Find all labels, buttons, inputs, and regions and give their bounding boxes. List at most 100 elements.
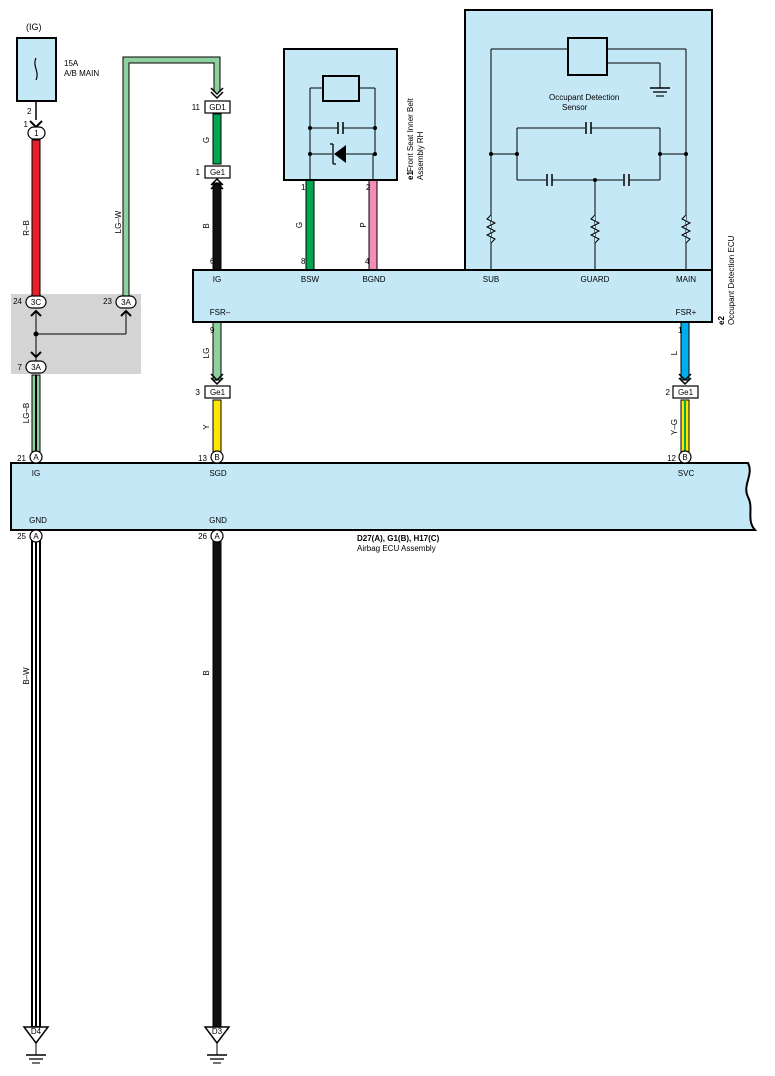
svg-text:24: 24	[13, 297, 22, 306]
wire-label-bw: B–W	[22, 667, 31, 685]
connector-ge1-left: 3 Ge1	[196, 373, 231, 399]
svg-text:A: A	[214, 532, 220, 541]
svg-text:1: 1	[34, 129, 39, 138]
sensor-label-line2: Sensor	[562, 103, 588, 112]
wire-rb	[31, 139, 41, 297]
wire-y	[212, 399, 222, 453]
wire-lgw	[122, 56, 221, 296]
svg-text:3A: 3A	[31, 363, 41, 372]
svg-text:26: 26	[198, 532, 207, 541]
svg-text:2: 2	[666, 388, 671, 397]
wire-label-b-mid: B	[202, 223, 211, 228]
svg-text:IG: IG	[32, 469, 40, 478]
fuse-rating: 15A	[64, 59, 79, 68]
svg-text:1: 1	[24, 120, 29, 129]
svg-text:GND: GND	[209, 516, 227, 525]
svg-text:1: 1	[678, 326, 683, 335]
svg-text:21: 21	[17, 454, 26, 463]
wire-label-p-belt: P	[359, 222, 368, 227]
term-ig: IG	[213, 275, 221, 284]
connector-j24: 24 3C	[13, 295, 47, 317]
wire-g-belt	[305, 179, 315, 271]
svg-text:SGD: SGD	[209, 469, 227, 478]
wire-label-rb: R–B	[22, 220, 31, 236]
airbag-name: Airbag ECU Assembly	[357, 544, 436, 553]
svg-text:Front Seat Inner Belt: Front Seat Inner Belt	[406, 97, 415, 172]
svg-text:Ge1: Ge1	[678, 388, 694, 397]
wire-p-belt	[368, 179, 378, 271]
svg-text:B: B	[682, 453, 687, 462]
fuse-name: A/B MAIN	[64, 69, 99, 78]
svg-text:Ge1: Ge1	[210, 388, 226, 397]
svg-text:Ge1: Ge1	[210, 168, 226, 177]
svg-text:A: A	[33, 532, 39, 541]
fuse-supply-label: (IG)	[26, 22, 42, 32]
wire-label-g-belt: G	[295, 222, 304, 228]
svg-text:6: 6	[210, 257, 215, 266]
svg-text:Assembly RH: Assembly RH	[416, 131, 425, 180]
wire-lgb	[31, 374, 41, 453]
occupant-detection-ecu: Occupant Detection Sensor 6 9 1 IG B	[192, 9, 713, 335]
wire-label-lgw: LG–W	[114, 210, 123, 233]
svg-text:25: 25	[17, 532, 26, 541]
svg-text:9: 9	[210, 326, 215, 335]
ground-d3: D3	[203, 1026, 231, 1064]
svg-text:13: 13	[198, 454, 207, 463]
svg-text:Occupant Detection ECU: Occupant Detection ECU	[727, 235, 736, 325]
svg-text:3: 3	[196, 388, 201, 397]
ode-caption: e2 Occupant Detection ECU	[717, 235, 736, 325]
term-guard: GUARD	[581, 275, 610, 284]
svg-text:1: 1	[196, 168, 201, 177]
connector-j23: 23 3A	[103, 295, 137, 317]
connector-j7: 7 3A	[18, 351, 47, 374]
wire-bw	[31, 539, 41, 1028]
svg-text:1: 1	[301, 183, 306, 192]
wire-g-top	[212, 113, 222, 165]
term-main: MAIN	[676, 275, 696, 284]
wire-yg	[680, 399, 690, 453]
airbag-connectors: D27(A), G1(B), H17(C)	[357, 534, 440, 543]
sensor-label-line1: Occupant Detection	[549, 93, 619, 102]
svg-text:D3: D3	[212, 1027, 223, 1036]
term-sub: SUB	[483, 275, 499, 284]
svg-text:2: 2	[366, 183, 371, 192]
connector-gd1: 11 GD1	[192, 87, 231, 114]
wire-label-yg: Y–G	[670, 419, 679, 435]
wire-label-g-top: G	[202, 137, 211, 143]
connector-c1: 1 1	[24, 120, 46, 140]
svg-text:A: A	[33, 453, 39, 462]
wire-b-gnd	[212, 539, 222, 1028]
connector-ge1-top: 1 Ge1	[196, 165, 231, 190]
wire-label-l: L	[670, 350, 679, 355]
wire-label-lg: LG	[202, 348, 211, 359]
svg-text:e1: e1	[406, 171, 415, 180]
svg-text:e2: e2	[717, 316, 726, 325]
wire-label-lgb: LG–B	[22, 403, 31, 423]
airbag-ecu: 21 A IG 13 B SGD 12 B SVC GND 25 A GND 2…	[10, 450, 758, 553]
term-fsr-plus: FSR+	[676, 308, 697, 317]
fuse-pin: 2	[27, 107, 32, 116]
term-bsw: BSW	[301, 275, 320, 284]
wire-label-y: Y	[202, 424, 211, 430]
term-fsr-minus: FSR–	[210, 308, 231, 317]
svg-text:3A: 3A	[121, 298, 131, 307]
svg-text:4: 4	[365, 257, 370, 266]
belt-caption: e1 Front Seat Inner Belt Assembly RH	[406, 97, 425, 180]
svg-text:7: 7	[18, 363, 23, 372]
svg-text:GD1: GD1	[209, 103, 226, 112]
svg-text:D4: D4	[31, 1027, 42, 1036]
ground-d4: D4	[22, 1026, 50, 1064]
svg-text:8: 8	[301, 257, 306, 266]
fuse-icon	[34, 57, 38, 81]
svg-text:23: 23	[103, 297, 112, 306]
svg-text:12: 12	[667, 454, 676, 463]
svg-text:GND: GND	[29, 516, 47, 525]
belt-assembly: 1 2 8 4	[283, 48, 398, 266]
svg-text:SVC: SVC	[678, 469, 695, 478]
svg-text:3C: 3C	[31, 298, 41, 307]
connector-ge1-right: 2 Ge1	[666, 373, 699, 399]
term-bgnd: BGND	[362, 275, 385, 284]
svg-text:B: B	[214, 453, 219, 462]
svg-text:11: 11	[192, 103, 201, 112]
